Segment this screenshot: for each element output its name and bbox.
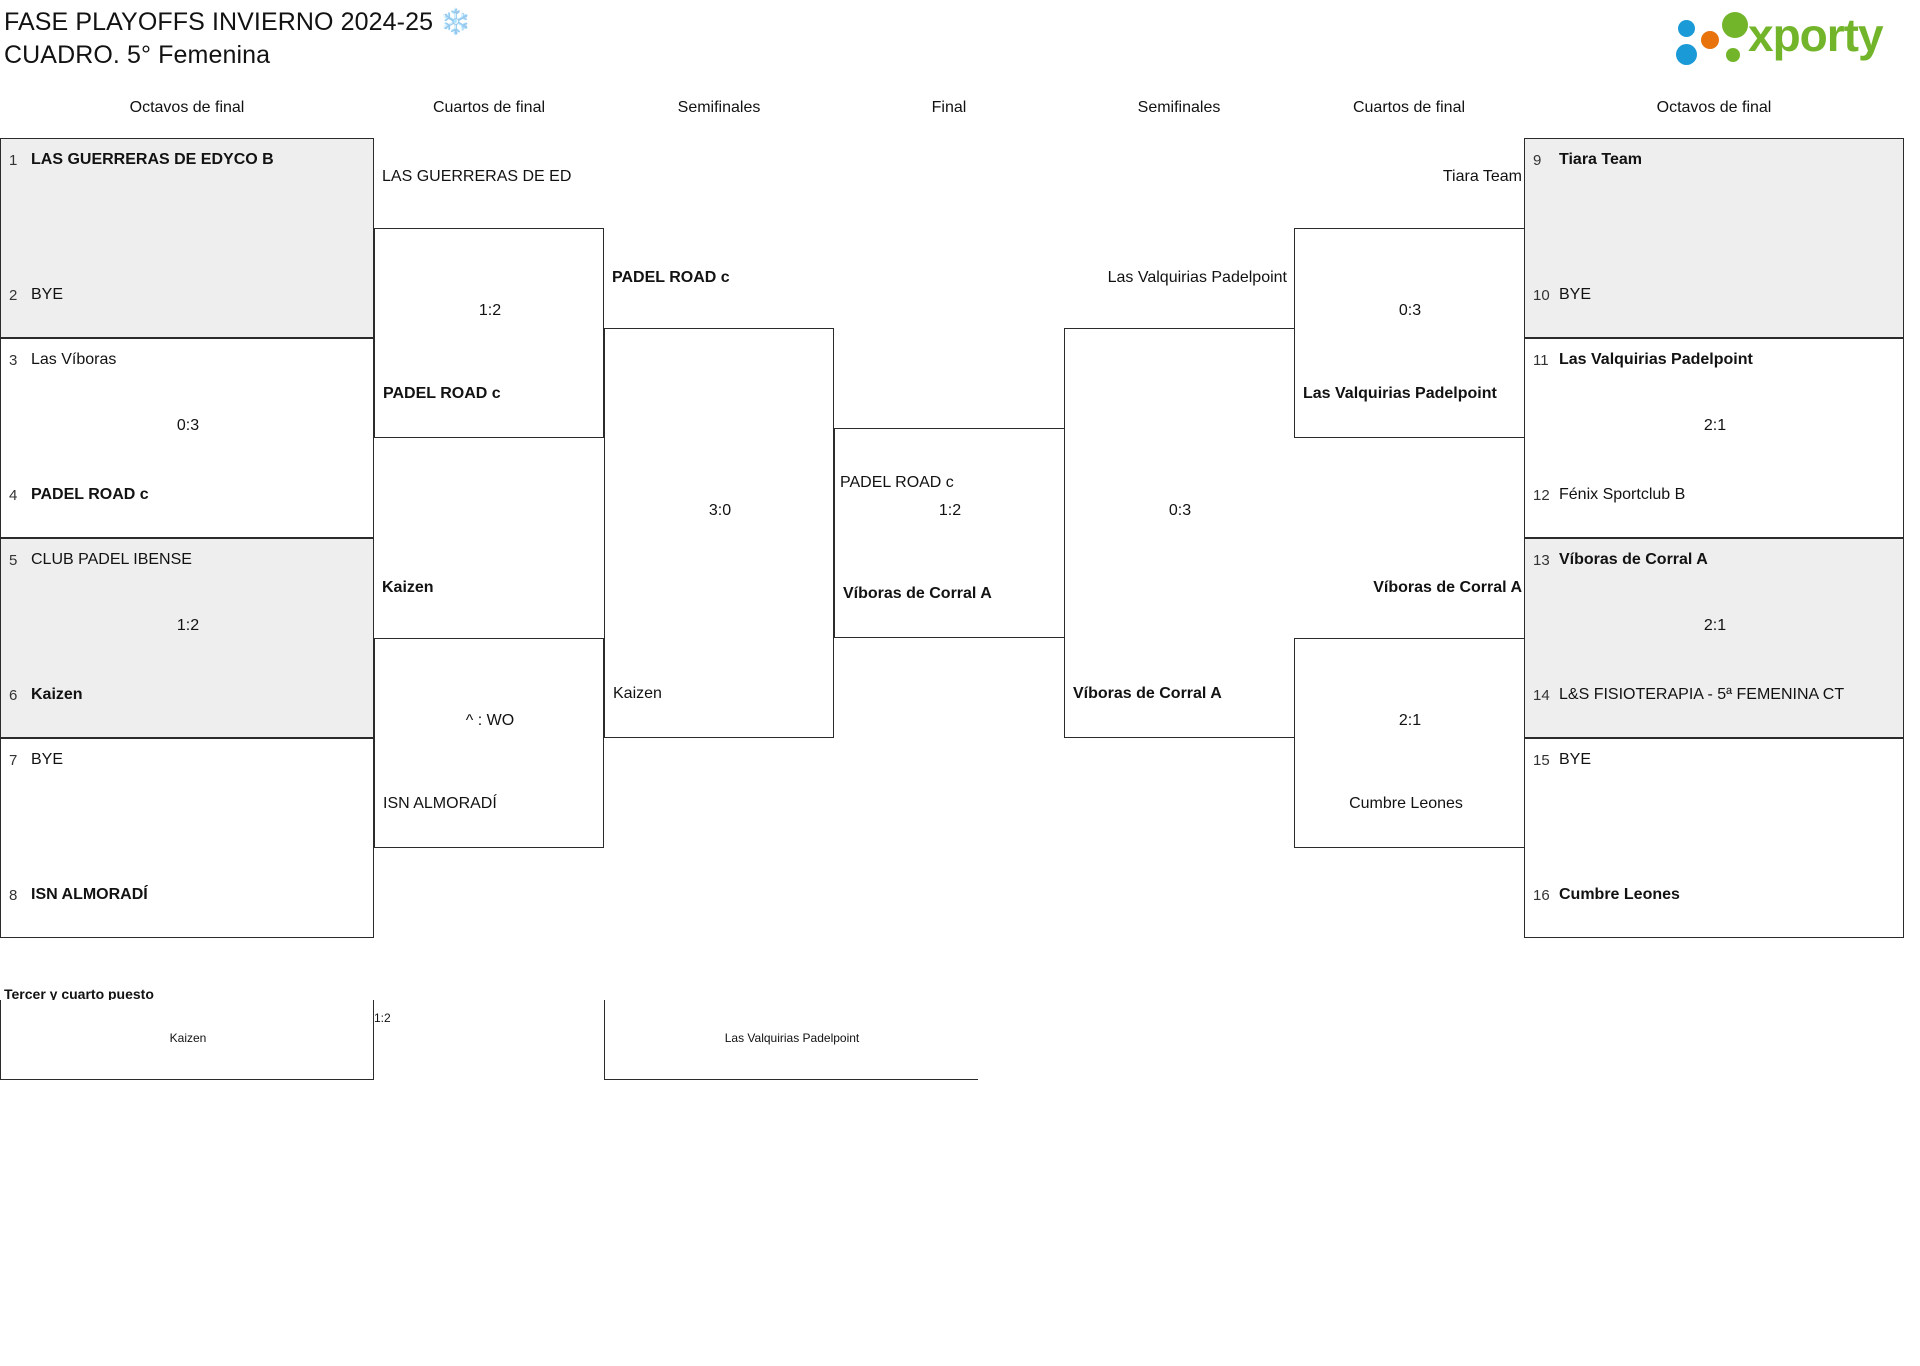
xporty-logo[interactable]: xporty: [1660, 6, 1910, 68]
match-right-qf-2[interactable]: 2:1 Cumbre Leones: [1294, 638, 1524, 848]
team-name[interactable]: Kaizen: [169, 1031, 207, 1045]
seed-number: 2: [9, 287, 18, 304]
team-name[interactable]: Tiara Team: [1559, 151, 1643, 168]
team-name[interactable]: PADEL ROAD c: [31, 486, 149, 503]
seed-number: 8: [9, 887, 18, 904]
seed-number: 14: [1533, 687, 1550, 704]
round-header-left-r16: Octavos de final: [129, 99, 245, 116]
seed-number: 9: [1533, 152, 1542, 169]
logo-dot-green-small: [1726, 48, 1740, 62]
seed-number: 6: [9, 687, 18, 704]
third-place-title: Tercer y cuarto puesto: [4, 986, 154, 1002]
seed-number: 16: [1533, 887, 1550, 904]
page-title: FASE PLAYOFFS INVIERNO 2024-25 ❄️ CUADRO…: [4, 6, 1104, 72]
seed-number: 5: [9, 552, 18, 569]
third-place-box-left[interactable]: Kaizen: [0, 1000, 374, 1080]
match-score: 1:2: [478, 302, 502, 319]
match-score: 3:0: [708, 502, 732, 519]
match-score: 1:2: [176, 617, 200, 634]
match-left-r16-3[interactable]: 5 CLUB PADEL IBENSE 1:2 6 Kaizen: [0, 538, 374, 738]
round-header-right-sf: Semifinales: [1137, 99, 1221, 116]
advancing-team-right-r16-1[interactable]: Tiara Team: [1442, 168, 1522, 185]
team-name[interactable]: BYE: [1559, 286, 1592, 303]
third-place-score: 1:2: [374, 1011, 391, 1025]
team-name[interactable]: Fénix Sportclub B: [1559, 486, 1686, 503]
seed-number: 11: [1533, 352, 1549, 369]
team-name[interactable]: BYE: [1559, 751, 1592, 768]
round-header-left-sf: Semifinales: [677, 99, 761, 116]
match-final[interactable]: 1:2 Víboras de Corral A: [834, 428, 1064, 638]
team-name[interactable]: Las Valquirias Padelpoint: [724, 1031, 860, 1045]
logo-dot-orange: [1701, 31, 1719, 49]
match-score: 0:3: [1398, 302, 1422, 319]
logo-wordmark: xporty: [1748, 9, 1884, 61]
advancing-team-left-r16-1[interactable]: LAS GUERRERAS DE ED: [382, 168, 572, 185]
match-left-r16-4[interactable]: 7 BYE 8 ISN ALMORADÍ: [0, 738, 374, 938]
round-header-final: Final: [931, 99, 967, 116]
advancing-team-left-r16-3[interactable]: Kaizen: [382, 579, 434, 596]
team-name[interactable]: Víboras de Corral A: [1559, 551, 1708, 568]
seed-number: 4: [9, 487, 18, 504]
team-name[interactable]: Kaizen: [613, 685, 662, 702]
match-right-r16-1[interactable]: 9 Tiara Team 10 BYE: [1524, 138, 1904, 338]
match-score: ^ : WO: [465, 712, 515, 729]
team-name[interactable]: Cumbre Leones: [1559, 886, 1680, 903]
match-score: 2:1: [1703, 417, 1727, 434]
team-name[interactable]: LAS GUERRERAS DE EDYCO B: [31, 151, 274, 168]
round-header-left-qf: Cuartos de final: [432, 99, 546, 116]
team-name[interactable]: Las Víboras: [31, 351, 117, 368]
title-line-2: CUADRO. 5° Femenina: [4, 41, 271, 69]
team-name-champion[interactable]: Víboras de Corral A: [843, 585, 992, 602]
match-left-r16-2[interactable]: 3 Las Víboras 0:3 4 PADEL ROAD c: [0, 338, 374, 538]
advancing-team-left-sf[interactable]: PADEL ROAD c: [840, 474, 954, 491]
team-name[interactable]: Víboras de Corral A: [1073, 685, 1222, 702]
match-right-r16-4[interactable]: 15 BYE 16 Cumbre Leones: [1524, 738, 1904, 938]
team-name[interactable]: ISN ALMORADÍ: [31, 886, 148, 903]
logo-dot-green-large: [1722, 12, 1748, 38]
logo-dot-blue-large: [1676, 44, 1697, 65]
title-line-1: FASE PLAYOFFS INVIERNO 2024-25 ❄️: [4, 8, 472, 36]
match-score: 1:2: [938, 502, 962, 519]
seed-number: 7: [9, 752, 18, 769]
advancing-team-right-r16-3[interactable]: Víboras de Corral A: [1373, 579, 1522, 596]
team-name[interactable]: Cumbre Leones: [1349, 795, 1463, 812]
team-name[interactable]: Kaizen: [31, 686, 83, 703]
match-left-r16-1[interactable]: 1 LAS GUERRERAS DE EDYCO B 2 BYE: [0, 138, 374, 338]
team-name[interactable]: ISN ALMORADÍ: [383, 795, 497, 812]
match-score: 0:3: [176, 417, 200, 434]
seed-number: 3: [9, 352, 18, 369]
match-left-sf-1[interactable]: 3:0 Kaizen: [604, 328, 834, 738]
logo-dot-blue-small: [1678, 20, 1695, 37]
match-score: 0:3: [1168, 502, 1192, 519]
team-name[interactable]: CLUB PADEL IBENSE: [31, 551, 192, 568]
match-score: 2:1: [1703, 617, 1727, 634]
match-right-r16-3[interactable]: 13 Víboras de Corral A 2:1 14 L&S FISIOT…: [1524, 538, 1904, 738]
round-header-right-r16: Octavos de final: [1656, 99, 1772, 116]
match-left-qf-2[interactable]: ^ : WO ISN ALMORADÍ: [374, 638, 604, 848]
team-name[interactable]: BYE: [31, 751, 64, 768]
third-place-box-right[interactable]: Las Valquirias Padelpoint: [604, 1000, 978, 1080]
team-name[interactable]: L&S FISIOTERAPIA - 5ª FEMENINA CT: [1559, 686, 1845, 703]
match-score: 2:1: [1398, 712, 1422, 729]
team-name[interactable]: BYE: [31, 286, 64, 303]
round-header-right-qf: Cuartos de final: [1352, 99, 1466, 116]
seed-number: 15: [1533, 752, 1550, 769]
team-name[interactable]: Las Valquirias Padelpoint: [1559, 351, 1753, 368]
team-name[interactable]: Las Valquirias Padelpoint: [1303, 385, 1497, 402]
seed-number: 10: [1533, 287, 1550, 304]
match-right-r16-2[interactable]: 11 Las Valquirias Padelpoint 2:1 12 Féni…: [1524, 338, 1904, 538]
match-right-qf-1[interactable]: 0:3 Las Valquirias Padelpoint: [1294, 228, 1524, 438]
team-name[interactable]: PADEL ROAD c: [383, 385, 501, 402]
seed-number: 13: [1533, 552, 1550, 569]
seed-number: 12: [1533, 487, 1550, 504]
match-left-qf-1[interactable]: 1:2 PADEL ROAD c: [374, 228, 604, 438]
advancing-team-right-qf-1[interactable]: Las Valquirias Padelpoint: [1107, 269, 1287, 286]
advancing-team-left-qf-1[interactable]: PADEL ROAD c: [612, 269, 730, 286]
seed-number: 1: [9, 152, 18, 169]
match-right-sf-1[interactable]: 0:3 Víboras de Corral A: [1064, 328, 1294, 738]
